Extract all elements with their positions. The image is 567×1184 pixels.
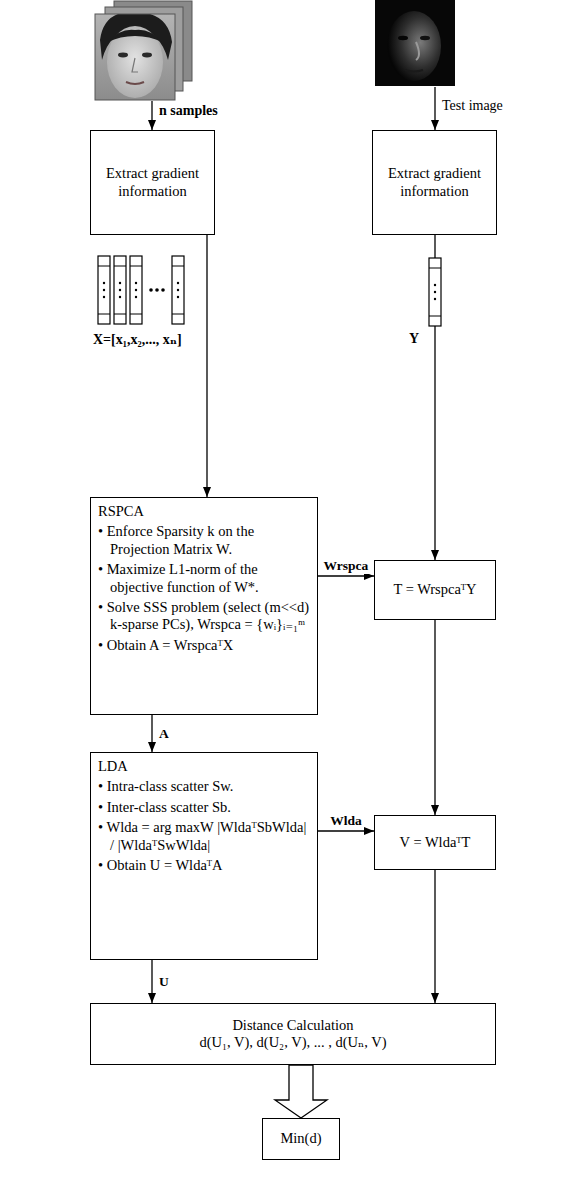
face-photo: [95, 14, 175, 100]
edge-label: Wlda: [329, 813, 363, 829]
flow-arrow: [434, 620, 435, 815]
edge-label: U: [158, 974, 170, 990]
input-arrow: [434, 87, 435, 130]
box-text: • Obtain A = WrspcaᵀX: [98, 637, 310, 654]
training-photos: [95, 1, 192, 100]
edge-label: Wrspca: [323, 558, 370, 574]
box-title: Distance Calculation: [98, 1017, 488, 1034]
sample-vectors: [98, 256, 184, 324]
annotation-label: Test image: [441, 98, 504, 114]
box-title: V = WldaᵀT: [382, 834, 488, 851]
flow-arrow: [151, 715, 152, 752]
flow-arrow: [434, 870, 435, 1003]
input-arrow: [151, 101, 152, 130]
box-title: RSPCA: [98, 503, 310, 520]
box-text: • Inter-class scatter Sb.: [98, 799, 310, 816]
matrix-label: X=[x₁,x₂,..., xₙ]: [92, 332, 183, 348]
box-title: Min(d): [270, 1130, 332, 1147]
flow-arrow: [206, 235, 207, 497]
block-arrow: [275, 1065, 327, 1118]
flow-arrow: [318, 575, 374, 576]
result-box: Min(d): [262, 1118, 340, 1160]
method-box: LDA • Intra-class scatter Sw. • Inter-clas…: [90, 752, 318, 960]
box-title: LDA: [98, 758, 310, 775]
box-title: T = WrspcaᵀY: [382, 581, 488, 598]
formula-box: V = WldaᵀT: [374, 815, 496, 870]
box-text: • Wlda = arg maxW |WldaᵀSbWlda| / |Wldaᵀ…: [98, 819, 310, 854]
box-title: Extract gradient information: [98, 165, 207, 200]
box-text: • Solve SSS problem (select (m<<d) k-spa…: [98, 599, 310, 634]
flow-arrow: [151, 960, 152, 1003]
formula-box: T = WrspcaᵀY: [374, 560, 496, 620]
process-box: Extract gradient information: [90, 130, 215, 235]
test-vector: [429, 258, 441, 326]
process-box: Distance Calculationd(U₁, V), d(U₂, V), …: [90, 1003, 496, 1065]
box-text: • Maximize L1-norm of the objective func…: [98, 561, 310, 596]
box-text: • Obtain U = WldaᵀA: [98, 857, 310, 874]
annotation-label: n samples: [158, 103, 219, 119]
box-title: Extract gradient information: [380, 165, 489, 200]
box-text: • Intra-class scatter Sw.: [98, 778, 310, 795]
flow-arrow: [318, 830, 374, 831]
box-text: d(U₁, V), d(U₂, V), ... , d(Uₙ, V): [98, 1034, 488, 1051]
method-box: RSPCA • Enforce Sparsity k on the Project…: [90, 497, 318, 715]
vector-label: Y: [408, 331, 420, 347]
test-photo: [375, 0, 455, 86]
process-box: Extract gradient information: [372, 130, 497, 235]
box-text: • Enforce Sparsity k on the Projection M…: [98, 523, 310, 558]
edge-label: A: [158, 726, 170, 742]
